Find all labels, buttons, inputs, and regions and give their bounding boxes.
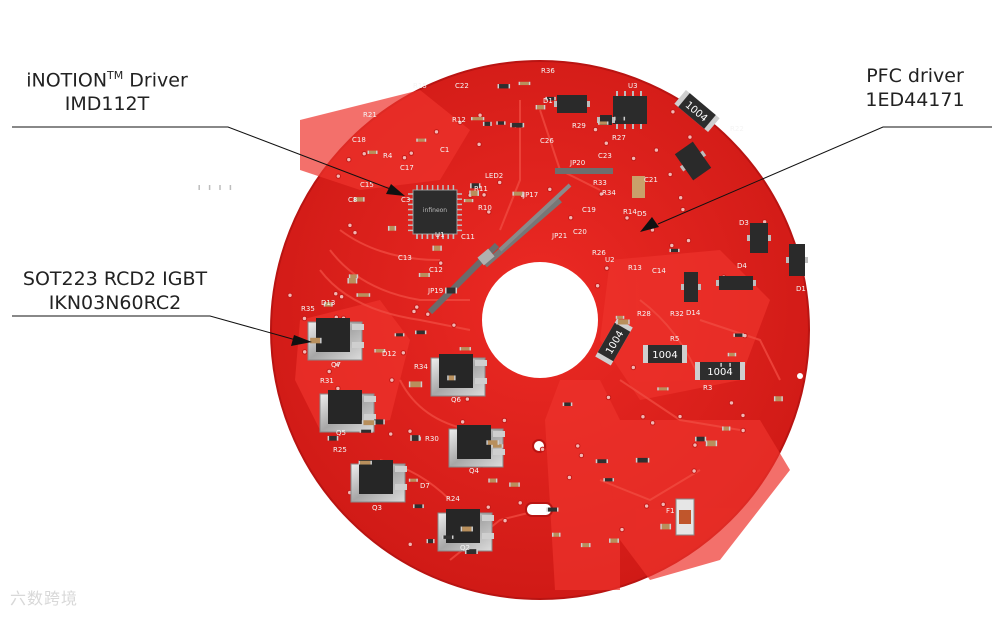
silk-label: C20 <box>573 228 587 236</box>
silk-label: C23 <box>598 152 612 160</box>
silk-label: R10 <box>478 204 492 212</box>
silk-label: R4 <box>383 152 393 160</box>
callout-driver-name: iNOTION <box>26 69 108 92</box>
board-edge <box>270 60 810 600</box>
silk-label: R21 <box>363 111 377 119</box>
silk-label: D4 <box>737 262 747 270</box>
svg-text:1004: 1004 <box>652 350 677 361</box>
silk-label: C1 <box>440 146 449 154</box>
silk-label: D13 <box>321 299 335 307</box>
silk-label: R27 <box>612 134 626 142</box>
silk-label: C17 <box>400 164 414 172</box>
silk-label: U1 <box>435 231 445 239</box>
silk-label: R11 <box>474 185 488 193</box>
callout-igbt: SOT223 RCD2 IGBT IKN03N60RC2 <box>4 267 226 315</box>
silk-label: D3 <box>739 219 749 227</box>
silk-label: R5 <box>670 335 679 343</box>
silk-label: R30 <box>425 435 439 443</box>
callout-driver: iNOTIONTM Driver IMD112T <box>16 64 198 116</box>
silk-label: JP20 <box>569 159 585 167</box>
callout-driver-part: IMD112T <box>64 93 150 116</box>
silk-label: JP19 <box>427 287 443 295</box>
silk-label: C3 <box>401 196 410 204</box>
silk-label: U3 <box>628 82 638 90</box>
callout-pfc-part: 1ED44171 <box>865 89 965 111</box>
silk-label: LED2 <box>485 172 503 180</box>
svg-text:1004: 1004 <box>707 367 732 378</box>
silk-label: U2 <box>605 256 615 264</box>
silk-label: Q5 <box>336 429 346 437</box>
silk-label: D5 <box>637 210 647 218</box>
silk-label: C11 <box>461 233 475 241</box>
callout-pfc: PFC driver 1ED44171 <box>848 64 982 112</box>
silk-label: JP21 <box>551 232 567 240</box>
silk-label: F1 <box>666 507 674 515</box>
silk-label: C19 <box>582 206 596 214</box>
silk-label: D1 <box>543 97 553 105</box>
silk-label: Q2 <box>460 544 470 552</box>
silk-label: C8 <box>348 196 357 204</box>
igbt-transistors <box>307 318 505 552</box>
silk-label: C15 <box>360 181 374 189</box>
silk-label: C22 <box>455 82 469 90</box>
silk-label: R31 <box>320 377 334 385</box>
silk-label: Q6 <box>451 396 462 404</box>
annotation-lines <box>12 126 992 341</box>
diodes <box>554 95 808 302</box>
silk-label: C18 <box>352 136 366 144</box>
silk-label: C12 <box>429 266 443 274</box>
silk-label: R13 <box>628 264 642 272</box>
silk-label: R14 <box>623 208 637 216</box>
silk-label: Q7 <box>331 361 341 369</box>
mounting-holes <box>525 373 803 517</box>
fuse <box>675 498 695 536</box>
silk-label: D1 <box>796 285 806 293</box>
annotation-arrows <box>291 184 659 346</box>
driver-ic: infineon <box>198 185 462 239</box>
callout-pfc-name: PFC driver <box>866 65 964 87</box>
silk-label: R28 <box>637 310 651 318</box>
silk-label: C26 <box>540 137 554 145</box>
silk-label: D7 <box>420 482 430 490</box>
silk-label: R12 <box>452 116 466 124</box>
silk-label: R25 <box>333 446 347 454</box>
silk-label: R29 <box>572 122 586 130</box>
silk-label: R32 <box>670 310 684 318</box>
silk-label: Q3 <box>372 504 382 512</box>
smd-components <box>308 81 783 554</box>
silk-label: R36 <box>541 67 555 75</box>
svg-text:infineon: infineon <box>423 207 447 214</box>
watermark: 六数跨境 <box>10 589 79 608</box>
silk-label: R15 <box>413 82 427 90</box>
silk-label: R3 <box>703 384 712 392</box>
silk-label: R35 <box>301 305 315 313</box>
silk-label: C14 <box>652 267 666 275</box>
silk-label: R22 <box>730 125 744 133</box>
silk-label: Q4 <box>469 467 480 475</box>
capacitor-c21 <box>632 176 645 198</box>
silk-label: C13 <box>398 254 412 262</box>
callout-driver-suffix: Driver <box>123 69 188 92</box>
silk-label: D12 <box>382 350 396 358</box>
silk-label: R33 <box>593 179 607 187</box>
silk-label: R34 <box>602 189 616 197</box>
silk-label: C21 <box>644 176 658 184</box>
callout-igbt-name: SOT223 RCD2 IGBT <box>22 268 208 290</box>
silk-label: R24 <box>446 495 460 503</box>
callout-driver-tm: TM <box>107 69 124 82</box>
jumpers <box>427 168 613 315</box>
silk-label: R26 <box>592 249 606 257</box>
silk-label: JP17 <box>522 191 538 199</box>
u3-ic <box>613 91 647 129</box>
silk-label: R34 <box>414 363 428 371</box>
callout-igbt-part: IKN03N60RC2 <box>48 292 182 314</box>
silk-label: D14 <box>686 309 701 317</box>
